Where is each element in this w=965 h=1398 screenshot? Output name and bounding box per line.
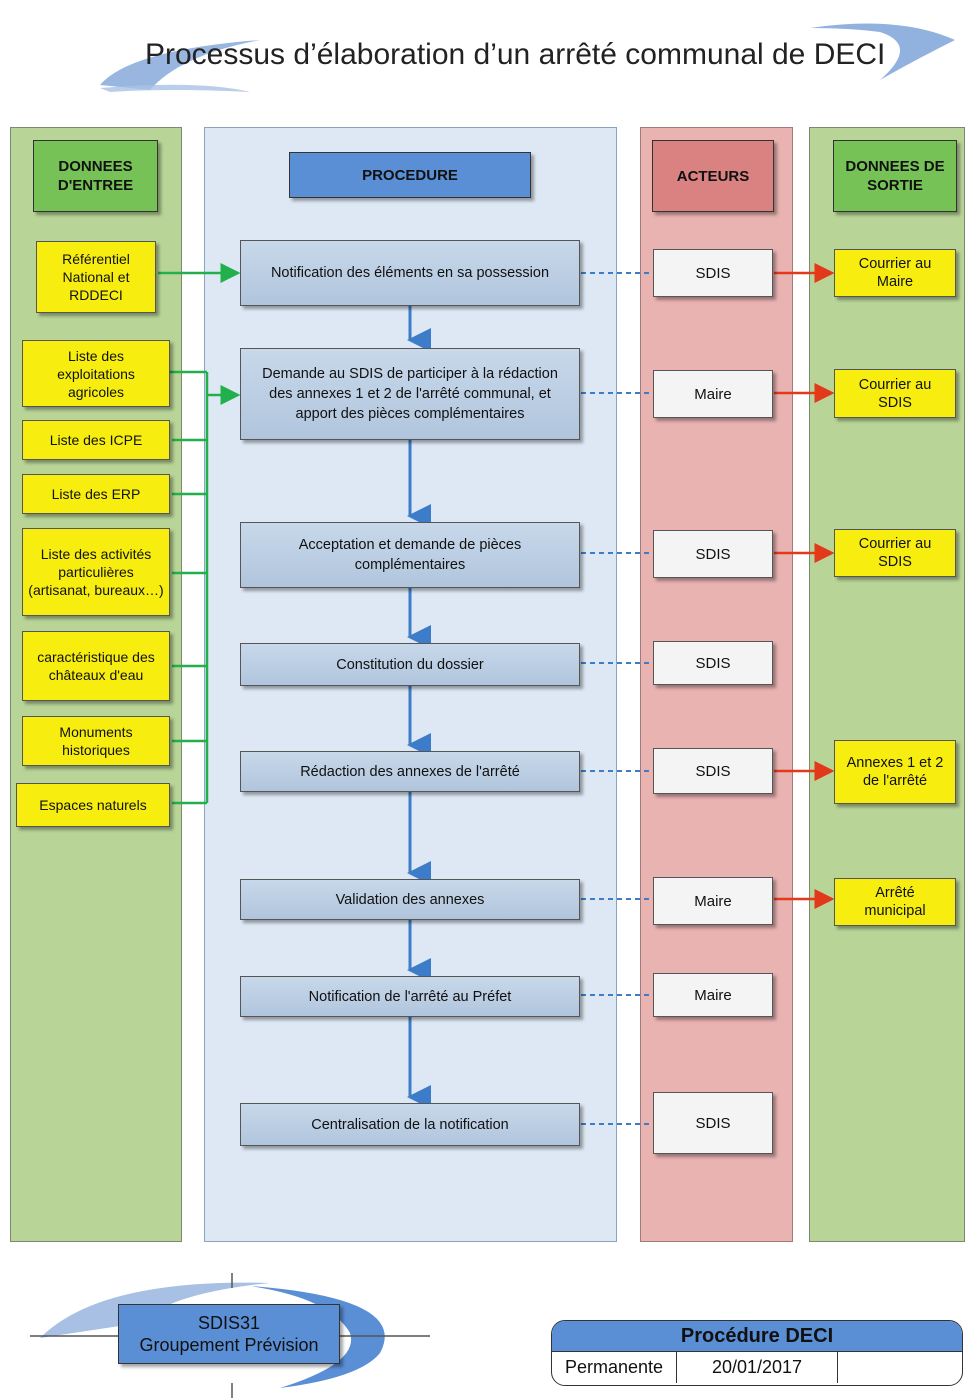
flow-connectors (158, 263, 835, 1125)
output-arrete-municipal: Arrêté municipal (834, 878, 956, 926)
logo-sdis31: SDIS31 Groupement Prévision (118, 1304, 340, 1364)
title-swoosh-decoration (100, 23, 955, 92)
step-acceptation: Acceptation et demande de pièces complém… (240, 522, 580, 588)
actor-sdis: SDIS (653, 748, 773, 794)
stamp-title: Procédure DECI (552, 1321, 962, 1352)
actor-maire: Maire (653, 973, 773, 1017)
actor-maire: Maire (653, 370, 773, 418)
step-centralisation: Centralisation de la notification (240, 1103, 580, 1146)
output-courrier-maire: Courrier au Maire (834, 249, 956, 297)
input-espaces-naturels: Espaces naturels (16, 783, 170, 827)
header-outputs: DONNEES DE SORTIE (833, 140, 957, 212)
procedure-stamp: Procédure DECI Permanente 20/01/2017 (551, 1320, 963, 1386)
header-inputs: DONNEES D'ENTREE (33, 140, 158, 212)
logo-line1: SDIS31 (197, 1313, 261, 1333)
input-monuments: Monuments historiques (22, 716, 170, 766)
header-procedure: PROCEDURE (289, 152, 531, 198)
stamp-type: Permanente (552, 1352, 677, 1383)
output-courrier-sdis: Courrier au SDIS (834, 529, 956, 577)
step-validation-annexes: Validation des annexes (240, 879, 580, 920)
header-actors: ACTEURS (652, 140, 774, 212)
step-constitution-dossier: Constitution du dossier (240, 643, 580, 686)
input-chateaux-eau: caractéristique des châteaux d'eau (22, 631, 170, 701)
actor-maire: Maire (653, 877, 773, 925)
logo-line2: Groupement Prévision (139, 1335, 319, 1355)
step-notification-elements: Notification des éléments en sa possessi… (240, 240, 580, 306)
actor-sdis: SDIS (653, 530, 773, 578)
actor-sdis: SDIS (653, 1092, 773, 1154)
page-title: Processus d’élaboration d’un arrêté comm… (145, 38, 886, 71)
input-referentiel: Référentiel National et RDDECI (36, 241, 156, 313)
step-redaction-annexes: Rédaction des annexes de l'arrêté (240, 751, 580, 792)
step-notification-prefet: Notification de l'arrêté au Préfet (240, 976, 580, 1017)
stamp-extra (838, 1352, 962, 1383)
input-exploitations-agricoles: Liste des exploitations agricoles (22, 340, 170, 407)
output-courrier-sdis: Courrier au SDIS (834, 369, 956, 418)
actor-sdis: SDIS (653, 249, 773, 297)
stamp-date: 20/01/2017 (677, 1352, 838, 1383)
step-demande-sdis: Demande au SDIS de participer à la rédac… (240, 348, 580, 440)
input-icpe: Liste des ICPE (22, 420, 170, 460)
output-annexes: Annexes 1 et 2 de l'arrêté (834, 740, 956, 804)
actor-sdis: SDIS (653, 641, 773, 685)
lane-outputs (809, 127, 965, 1242)
input-erp: Liste des ERP (22, 474, 170, 514)
input-activites-particulieres: Liste des activités particulières (artis… (22, 528, 170, 616)
